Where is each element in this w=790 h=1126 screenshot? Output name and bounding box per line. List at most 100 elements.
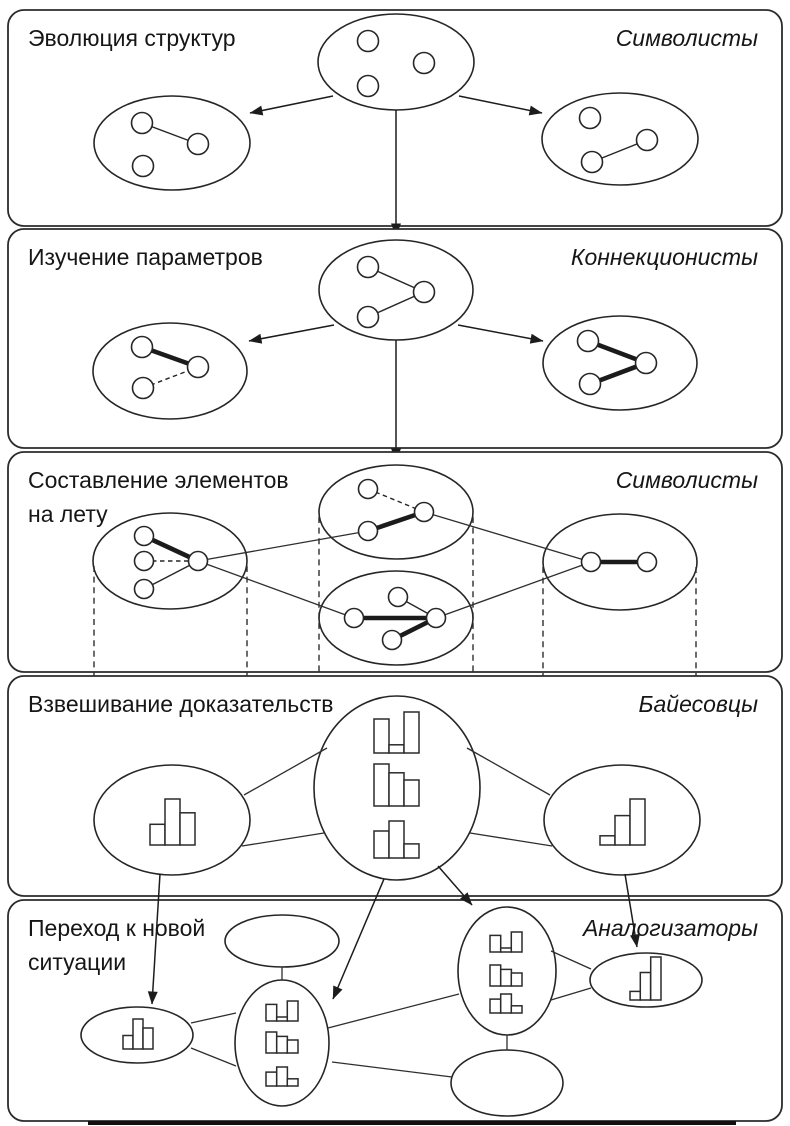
graph-node: [133, 578, 155, 600]
histogram-bar: [142, 1027, 154, 1050]
connector-line: [550, 950, 592, 970]
connector-line: [423, 511, 592, 563]
histogram-bar: [265, 1003, 278, 1022]
blob-offspring-left: [93, 95, 251, 191]
graph-node: [356, 74, 380, 98]
connector-line: [550, 987, 592, 1001]
histogram-bar: [265, 1071, 278, 1087]
histogram-bar: [499, 968, 513, 987]
histogram-bar: [164, 798, 181, 846]
histogram-bar: [614, 814, 631, 846]
graph-node: [343, 607, 365, 629]
arrow-from-evidence: [437, 865, 473, 906]
panel-evidence: Взвешивание доказательств Байесовцы: [7, 675, 783, 897]
tribe-label: Символисты: [616, 467, 758, 493]
blob-weighted-left: [92, 322, 248, 420]
histogram-bar: [122, 1034, 134, 1050]
histogram-bar: [275, 1035, 289, 1054]
graph-node: [131, 154, 155, 178]
histogram: [373, 820, 420, 859]
graph-node: [580, 150, 604, 174]
graph-node: [580, 551, 602, 573]
graph-node: [578, 106, 602, 130]
arrow: [458, 95, 543, 116]
graph-node: [412, 51, 436, 75]
connector-line: [197, 560, 355, 619]
panel-title: Изучение параметров: [28, 244, 263, 270]
histogram-bar: [510, 931, 523, 953]
blob-composed-top: [318, 464, 474, 560]
histogram-bar: [489, 998, 502, 1014]
histogram-bar: [499, 993, 513, 1014]
histogram-bar: [489, 964, 502, 987]
panel-transfer: Переход к новой ситуации Аналогизаторы: [7, 865, 783, 1122]
graph-node: [387, 586, 409, 608]
graph-node: [131, 376, 155, 400]
panel-parameters: Изучение параметров Коннекционисты: [7, 228, 783, 462]
graph-node: [133, 525, 155, 547]
graph-node: [187, 550, 209, 572]
graph-node: [130, 111, 154, 135]
histogram-bar: [132, 1018, 144, 1050]
connector-line: [190, 1047, 237, 1067]
graph-node: [381, 629, 403, 651]
histogram-bar: [499, 947, 513, 953]
arrow-from-evidence: [332, 878, 385, 1000]
arrow: [457, 324, 544, 344]
panel-composition: Составление элементов на лету Символисты: [7, 451, 783, 812]
blob-empty-bottom: [450, 1049, 564, 1117]
histogram-bar: [286, 1000, 299, 1022]
arrow: [248, 324, 335, 344]
graph-node: [130, 335, 154, 359]
histogram: [629, 956, 662, 1001]
blob-weighted-right: [542, 315, 698, 411]
histogram-bar: [373, 718, 390, 754]
histogram: [265, 1066, 299, 1087]
histogram: [265, 1000, 299, 1022]
histogram: [373, 763, 420, 807]
histogram-bar: [599, 835, 616, 846]
graph-node: [634, 351, 658, 375]
connector-line: [469, 832, 553, 847]
histogram-bar: [388, 772, 405, 807]
panel-title: Составление элементов: [28, 467, 289, 493]
histogram: [489, 993, 523, 1014]
connector-line: [327, 993, 460, 1029]
graph-node: [186, 132, 210, 156]
histogram-bar: [510, 972, 523, 987]
histogram-bar: [275, 1016, 289, 1022]
arrow-from-evidence: [624, 873, 640, 948]
panel-title: Переход к новой: [28, 915, 205, 941]
graph-node: [635, 128, 659, 152]
histogram: [599, 798, 646, 846]
graph-node: [412, 280, 436, 304]
arrow: [249, 95, 334, 116]
connector-line: [190, 1012, 237, 1024]
connector-line: [197, 530, 369, 562]
tribe-label: Символисты: [616, 25, 758, 51]
graph-node: [636, 551, 658, 573]
arrow-from-evidence: [147, 873, 161, 1005]
graph-node: [576, 329, 600, 353]
graph-node: [425, 607, 447, 629]
histogram-bar: [510, 1005, 523, 1014]
connector-line: [241, 832, 325, 847]
histogram-bar: [388, 744, 405, 754]
histogram-bar: [286, 1078, 299, 1087]
histogram-bar: [388, 820, 405, 859]
histogram: [265, 1031, 299, 1054]
histogram-bar: [373, 830, 390, 859]
histogram-bar: [149, 823, 166, 846]
connector-line: [435, 561, 592, 619]
panel-frame: [7, 451, 783, 673]
histogram-bar: [629, 990, 642, 1001]
histogram: [373, 711, 420, 754]
histogram-bar: [489, 934, 502, 953]
histogram-bar: [275, 1066, 289, 1087]
histogram-bar: [265, 1031, 278, 1054]
histogram-bar: [639, 971, 652, 1001]
graph-node: [356, 305, 380, 329]
panel-title: Эволюция структур: [28, 25, 236, 51]
